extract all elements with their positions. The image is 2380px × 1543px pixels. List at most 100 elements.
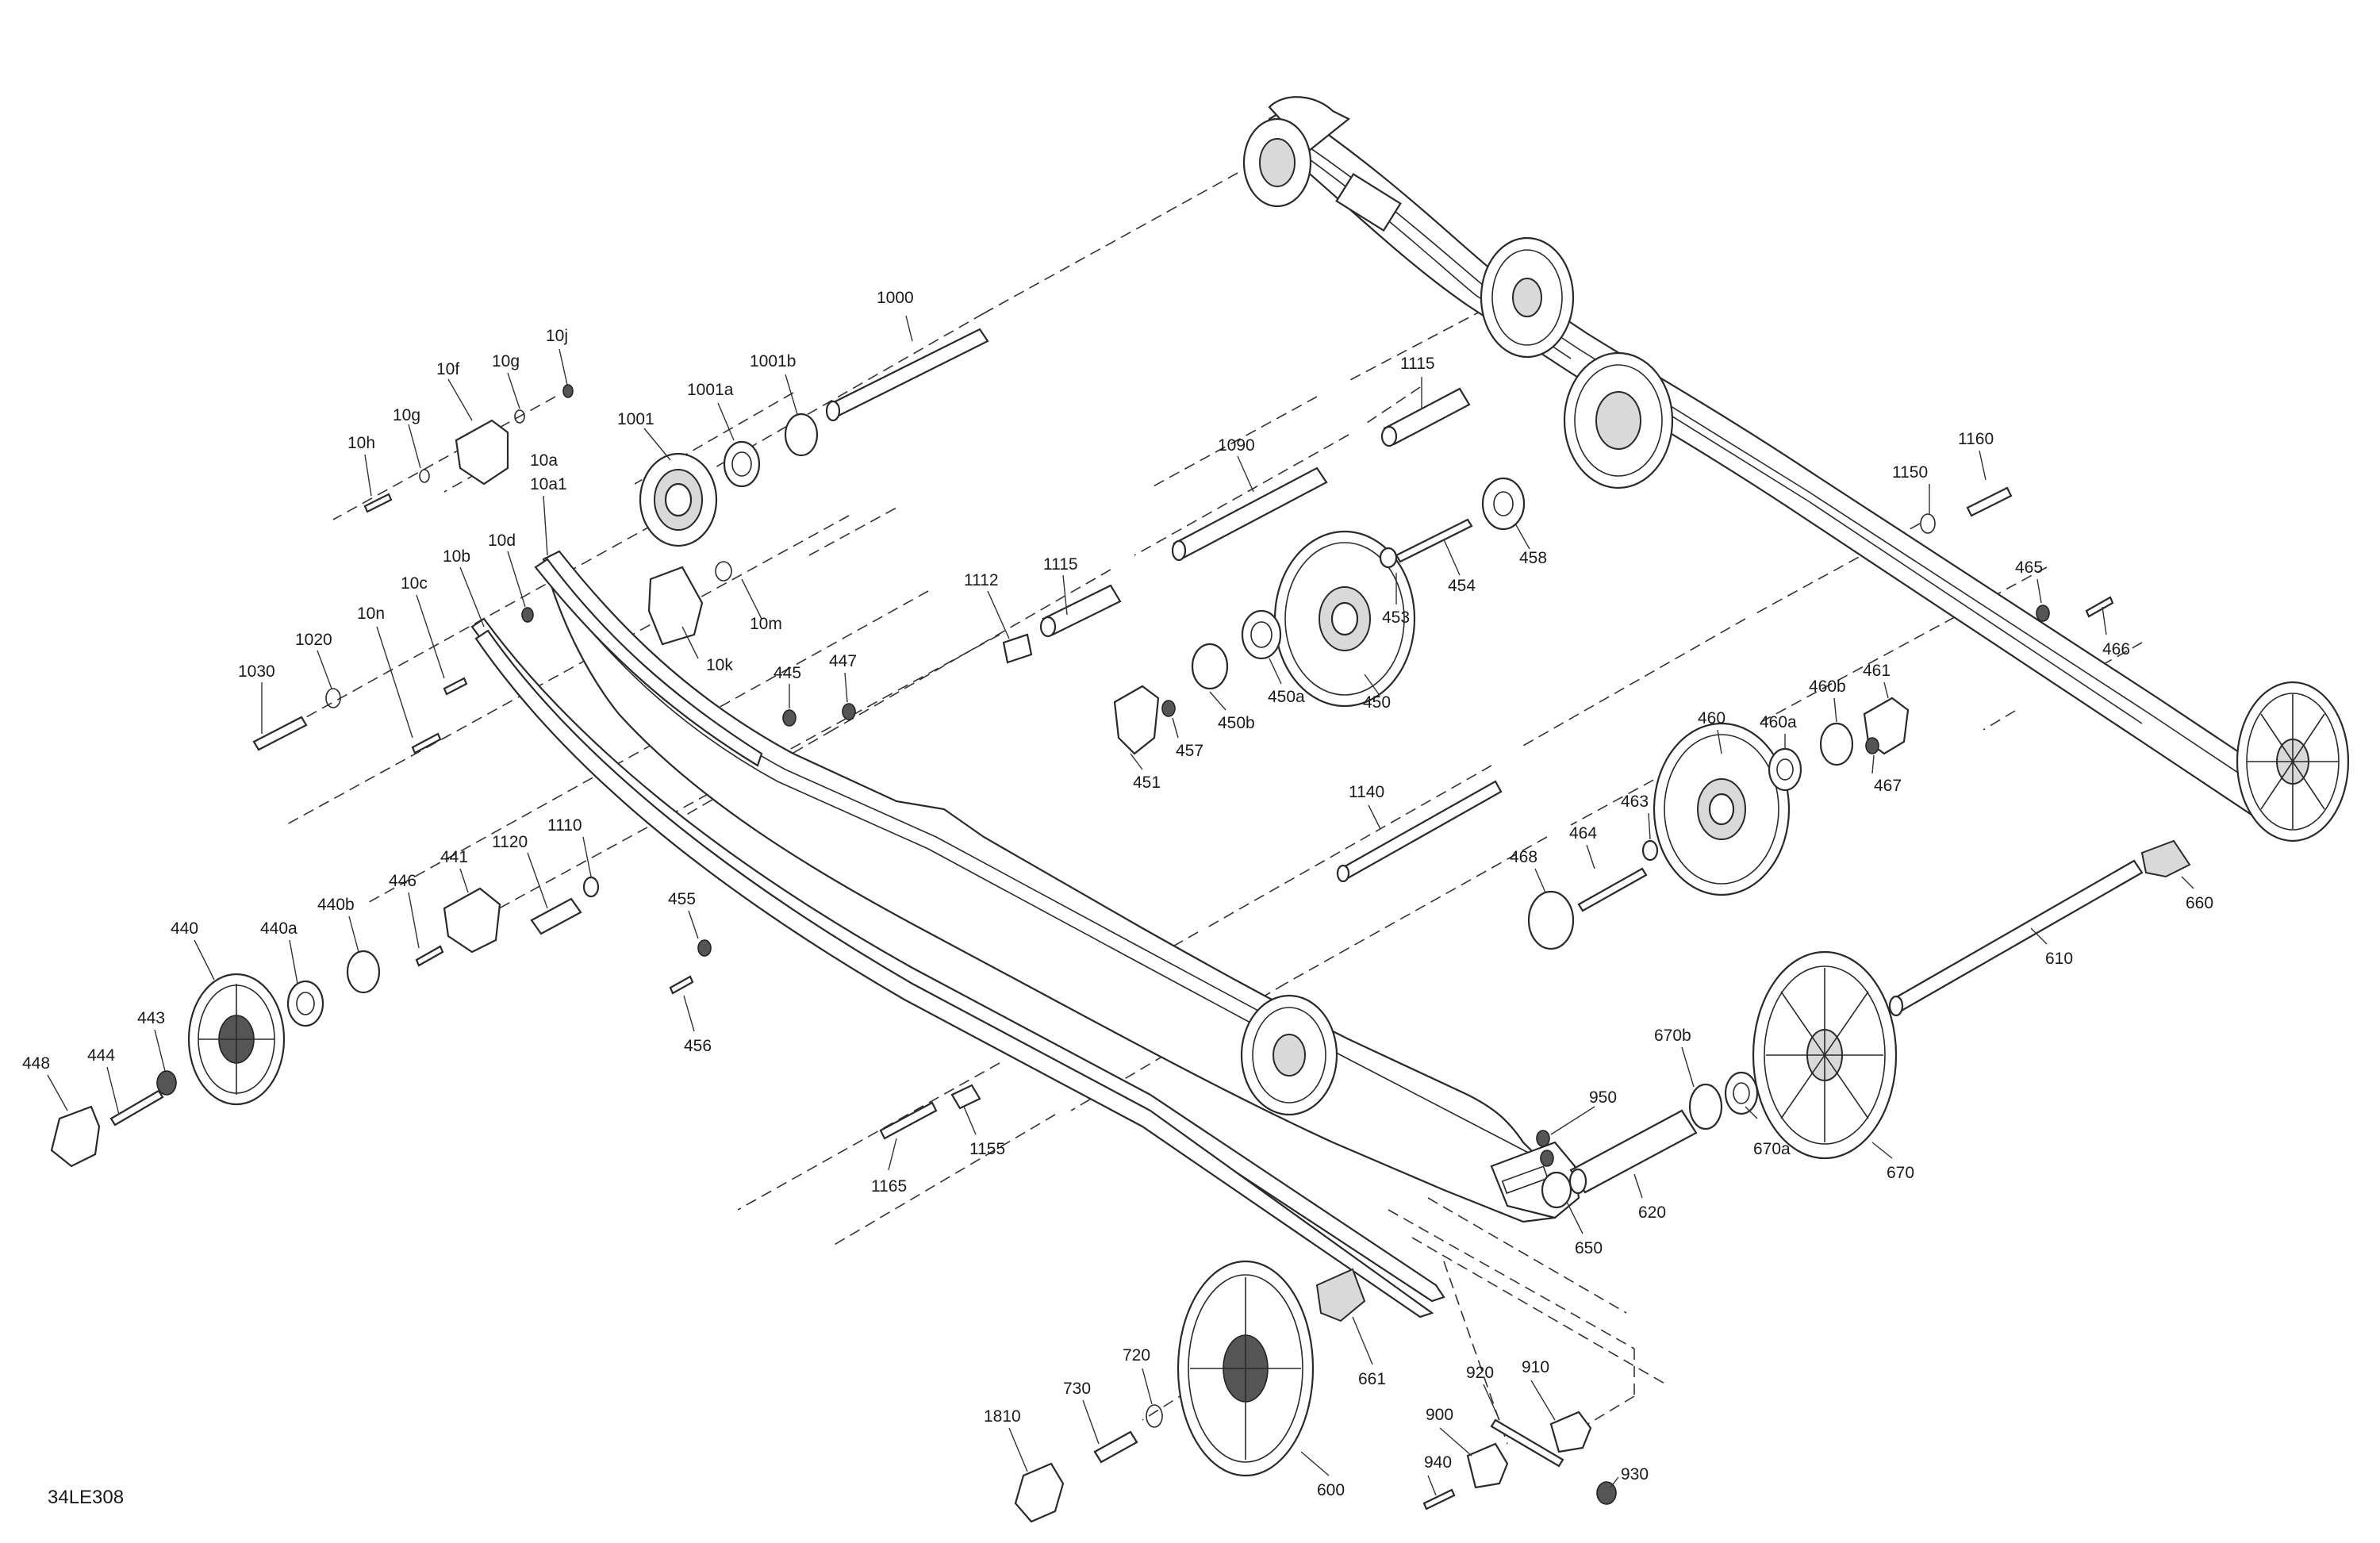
callout-1165: 1165 (871, 1177, 907, 1196)
callout-600: 600 (1317, 1481, 1345, 1499)
ring-440b (346, 950, 381, 994)
leader-lines (47, 315, 2194, 1496)
nut-10j (562, 384, 574, 398)
callout-465: 465 (2015, 558, 2043, 577)
washer-10g-left (419, 469, 430, 483)
cap-1810 (1014, 1462, 1065, 1523)
washer-1110 (582, 876, 600, 898)
callout-1090: 1090 (1218, 436, 1255, 455)
callout-447: 447 (829, 652, 857, 670)
callout-450: 450 (1363, 693, 1391, 712)
bearing-460a (1768, 747, 1802, 792)
slider-strips (470, 558, 1445, 1318)
bolt-940 (1422, 1488, 1456, 1510)
callout-900: 900 (1426, 1406, 1453, 1424)
nut-455 (697, 939, 712, 957)
drawing-code: 34LE308 (48, 1487, 124, 1508)
callout-950: 950 (1589, 1088, 1617, 1107)
callout-1155: 1155 (969, 1140, 1005, 1158)
ring-670b (1688, 1083, 1723, 1130)
callout-650: 650 (1575, 1239, 1603, 1257)
callout-1030: 1030 (238, 662, 275, 681)
washer-443 (156, 1070, 177, 1096)
callout-440a: 440a (260, 919, 298, 938)
callout-456: 456 (684, 1037, 712, 1055)
callout-440: 440 (171, 919, 198, 938)
callout-440b: 440b (317, 896, 355, 914)
callout-454: 454 (1448, 577, 1476, 595)
callout-466: 466 (2102, 640, 2130, 658)
bearing-450a (1241, 609, 1282, 660)
callout-10d: 10d (488, 532, 516, 550)
callout-460b: 460b (1809, 677, 1846, 696)
bearing-670a (1724, 1071, 1759, 1115)
callout-930: 930 (1621, 1465, 1649, 1484)
nut-950-b (1540, 1150, 1554, 1167)
washer-1150 (1920, 513, 1936, 534)
callout-460a: 460a (1760, 713, 1797, 731)
callout-467: 467 (1874, 777, 1902, 795)
bolt-1165 (879, 1101, 938, 1140)
callout-1115-mid: 1115 (1043, 555, 1078, 574)
callout-10a1: 10a1 (530, 475, 567, 493)
bracket-910 (1549, 1411, 1592, 1453)
cap-448 (50, 1105, 101, 1168)
ring-1001b (784, 413, 819, 457)
wheel-600 (1177, 1260, 1315, 1477)
wheel-450 (1273, 530, 1416, 708)
block-10k (647, 566, 704, 646)
upper-rail (1268, 96, 2306, 839)
bracket-441 (443, 887, 501, 954)
bolt-464 (1577, 867, 1648, 912)
bolt-730 (1093, 1430, 1138, 1464)
callout-10h: 10h (347, 434, 375, 452)
bolt-10c (443, 677, 468, 696)
callout-10g-left: 10g (393, 406, 420, 424)
cap-468 (1527, 890, 1575, 950)
shaft-610 (1888, 859, 2144, 1017)
wheel-670 (1752, 950, 1898, 1160)
bracket-661 (1315, 1268, 1366, 1322)
nut-445 (782, 709, 797, 727)
callout-450a: 450a (1268, 688, 1305, 706)
washer-458 (1481, 477, 1526, 531)
tube-1120 (530, 897, 582, 935)
wheel-1001 (639, 452, 718, 547)
lower-rail-wheel (1240, 994, 1338, 1116)
callout-1110: 1110 (547, 816, 582, 835)
callout-1001b: 1001b (750, 352, 796, 370)
callout-1160: 1160 (1958, 430, 1994, 448)
nut-457 (1161, 700, 1176, 717)
bolt-1030 (252, 716, 308, 751)
washer-1020 (325, 688, 341, 708)
callout-458: 458 (1519, 549, 1547, 567)
callout-661: 661 (1358, 1370, 1386, 1388)
washer-650 (1541, 1171, 1572, 1209)
callout-10f: 10f (436, 360, 459, 378)
callout-10k: 10k (706, 656, 733, 674)
callout-441: 441 (440, 848, 468, 866)
callout-620: 620 (1638, 1203, 1666, 1222)
callout-446: 446 (389, 872, 416, 890)
callout-1140: 1140 (1349, 783, 1384, 801)
tube-1115-mid (1039, 584, 1122, 638)
callout-1001: 1001 (617, 410, 654, 428)
callout-10b: 10b (443, 547, 470, 566)
bracket-660 (2140, 839, 2191, 878)
upper-rail-end-wheel (1242, 117, 1312, 208)
nut-950-a (1536, 1130, 1550, 1147)
callout-450b: 450b (1218, 714, 1255, 732)
callout-1120: 1120 (492, 833, 528, 851)
callout-610: 610 (2045, 950, 2073, 968)
callout-10n: 10n (357, 605, 385, 623)
bracket-451 (1113, 685, 1160, 755)
callout-660: 660 (2186, 894, 2213, 912)
callout-448: 448 (22, 1054, 50, 1073)
callout-464: 464 (1569, 824, 1597, 843)
tube-620 (1568, 1109, 1698, 1195)
callout-10g-top: 10g (492, 352, 520, 370)
bracket-900 (1466, 1442, 1509, 1489)
washer-10g-top (514, 409, 525, 424)
callout-940: 940 (1424, 1453, 1452, 1472)
bolt-10n (411, 732, 442, 754)
